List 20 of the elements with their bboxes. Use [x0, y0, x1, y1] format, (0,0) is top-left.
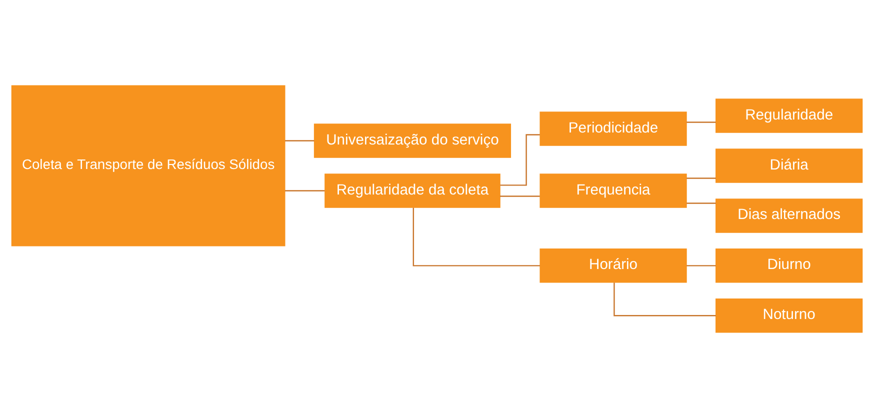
- connector: [686, 122, 716, 123]
- node-box: Universaização do serviço: [314, 124, 512, 158]
- node-box: Horário: [540, 248, 687, 283]
- node-box: Noturno: [716, 298, 863, 333]
- node-box: Periodicidade: [540, 112, 687, 146]
- connector: [500, 196, 540, 197]
- connector: [686, 202, 716, 204]
- node-box: Diária: [716, 148, 863, 183]
- node-box: Frequencia: [540, 174, 687, 208]
- node-box: Dias alternados: [716, 198, 863, 233]
- connector: [412, 208, 540, 266]
- connector: [686, 178, 716, 179]
- connector: [285, 190, 325, 192]
- connector: [285, 140, 314, 142]
- node-box: Coleta e Transporte de Resíduos Sólidos: [11, 85, 286, 246]
- node-box: Regularidade da coleta: [324, 174, 500, 208]
- connector: [686, 265, 716, 266]
- node-box: Regularidade: [716, 98, 863, 133]
- connector: [614, 282, 716, 316]
- node-box: Diurno: [716, 248, 863, 283]
